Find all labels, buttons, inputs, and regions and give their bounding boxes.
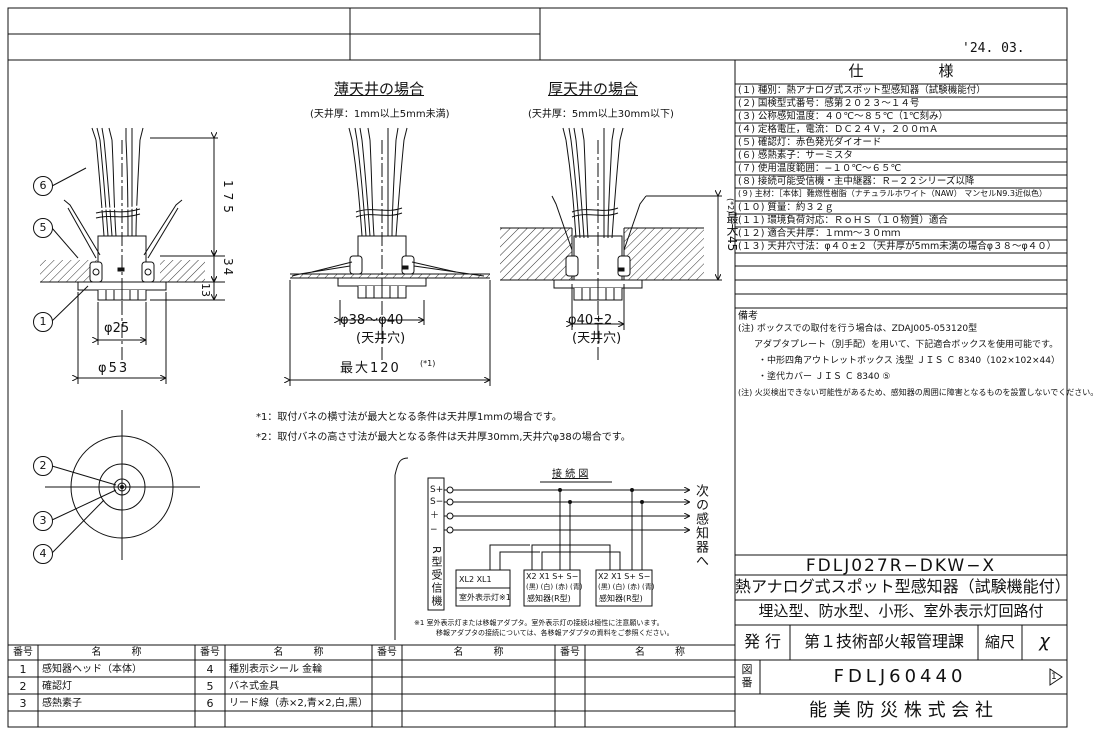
spec-item: (１３) 天井穴寸法：φ４０±２（天井厚が5mm未満の場合φ３８〜φ４０） xyxy=(738,241,1057,252)
thin-ceiling-subtitle: (天井厚：1mm以上5mm未満) xyxy=(310,109,450,120)
spec-item: (７) 使用温度範囲：−１０℃〜６５℃ xyxy=(738,163,902,174)
issue-label: 発 行 xyxy=(743,632,782,651)
spec-item: (４) 定格電圧，電流：ＤＣ２４Ｖ，２００ｍＡ xyxy=(738,124,939,135)
dim-mark2: (*2) xyxy=(726,198,735,214)
drawing-sheet: '24. 03. 薄天井の場合 (天井厚：1mm以上5mm未満) 厚天井の場合 … xyxy=(7,7,1098,728)
parts-header-name-2: 名 称 xyxy=(273,647,324,658)
box2-colors: (黒) (白) (赤) (青) xyxy=(526,583,583,591)
remark-3: ・中形四角アウトレットボックス 浅型 ＪＩＳ Ｃ 8340（102×102×44… xyxy=(758,356,1060,366)
term-minus: − xyxy=(430,525,438,535)
note-1: *1：取付バネの横寸法が最大となる条件は天井厚1mmの場合です。 xyxy=(256,412,562,423)
drawing-linework xyxy=(7,7,1068,728)
receiver-label: R型受信機 xyxy=(430,546,443,608)
dim-phi40: φ40±2 xyxy=(568,313,613,328)
part-name: 種別表示シール 金輪 xyxy=(229,664,323,675)
box2-terminals: X2 X1 S+ S− xyxy=(526,572,579,581)
callout-3: 3 xyxy=(33,511,53,531)
parts-header-name-4: 名 称 xyxy=(635,647,685,658)
note-2: *2：取付バネの高さ寸法が最大となる条件は天井厚30mm,天井穴φ38の場合です… xyxy=(256,432,631,443)
spec-item: (１２) 適合天井厚：１ｍｍ〜３０ｍｍ xyxy=(738,228,901,239)
remarks-title: 備考 xyxy=(738,311,758,322)
dim-phi53: φ53 xyxy=(98,361,130,376)
dim-phi25: φ25 xyxy=(104,321,130,336)
box3-terminals: X2 X1 S+ S− xyxy=(598,572,651,581)
part-number: 1 xyxy=(19,663,27,676)
product-name: 熱アナログ式スポット型感知器（試験機能付） xyxy=(735,577,1071,596)
issuer: 第１技術部火報管理課 xyxy=(803,632,964,651)
spec-item: (３) 公称感知温度：４０℃〜８５℃（1℃刻み） xyxy=(738,111,948,122)
model-number: FDLJ027R−DKW−X xyxy=(805,556,997,576)
dim-34: 34 xyxy=(221,258,235,278)
wiring-footnote-2: 移報アダプタの接続については、各移報アダプタの資料をご参照ください。 xyxy=(436,629,674,637)
issue-date: '24. 03. xyxy=(962,41,1025,56)
parts-header-no-1: 番号 xyxy=(13,647,33,658)
part-number: 4 xyxy=(206,663,214,676)
dim-max45: 最大45 xyxy=(725,212,739,252)
part-name: 感知器ヘッド（本体） xyxy=(42,664,142,675)
spec-item: (６) 感熱素子：サーミスタ xyxy=(738,150,853,161)
spec-item: (９) 主材：［本体］難燃性樹脂（ナチュラルホワイト（NAW） マンセルN9.3… xyxy=(738,189,1047,198)
box1-label: 室外表示灯※1 xyxy=(459,593,511,602)
part-number: 5 xyxy=(206,680,214,693)
wiring-footnote-1: ※1 室外表示灯または移報アダプタ。室外表示灯の接続は極性に注意願います。 xyxy=(414,619,664,627)
term-plus: ＋ xyxy=(430,511,440,521)
dim-phi38-40: φ38〜φ40 xyxy=(340,313,404,328)
box3-colors: (黒) (白) (赤) (青) xyxy=(598,583,655,591)
parts-header-no-4: 番号 xyxy=(560,647,580,658)
callout-6: 6 xyxy=(33,176,53,196)
dim-hole-thick: (天井穴) xyxy=(572,331,622,346)
spec-item: (１０) 質量：約３２ｇ xyxy=(738,202,834,213)
spec-item: (１１) 環境負荷対応：ＲｏＨＳ（１０物質）適合 xyxy=(738,215,948,226)
scale-label: 縮尺 xyxy=(984,633,1015,651)
part-number: 3 xyxy=(19,697,27,710)
term-s-plus: S+ xyxy=(430,485,444,495)
parts-header-name-1: 名 称 xyxy=(91,647,142,658)
callout-2: 2 xyxy=(33,456,53,476)
thin-ceiling-title: 薄天井の場合 xyxy=(334,80,425,98)
drawing-number: FDLJ60440 xyxy=(833,666,967,687)
box3-label: 感知器(R型) xyxy=(599,594,643,603)
next-detector-label: 次の感知器へ xyxy=(693,484,708,568)
part-number: 6 xyxy=(206,697,214,710)
scale-value: χ xyxy=(1039,631,1050,652)
box2-label: 感知器(R型) xyxy=(527,594,571,603)
revision-mark: 1 xyxy=(1051,672,1057,682)
parts-header-name-3: 名 称 xyxy=(453,647,504,658)
product-features: 埋込型、防水型、小形、室外表示灯回路付 xyxy=(758,602,1044,620)
spec-title: 仕 様 xyxy=(848,62,954,80)
callout-5: 5 xyxy=(33,218,53,238)
parts-header-no-2: 番号 xyxy=(200,647,220,658)
callout-1: 1 xyxy=(33,312,53,332)
box1-terminals: XL2 XL1 xyxy=(459,575,492,584)
part-number: 2 xyxy=(19,680,27,693)
remark-1: (注) ボックスでの取付を行う場合は、ZDAJ005-053120型 xyxy=(738,324,978,334)
dim-mark1: (*1) xyxy=(420,359,436,368)
spec-item: (５) 確認灯：赤色発光ダイオード xyxy=(738,137,882,148)
callout-4: 4 xyxy=(33,544,53,564)
term-s-minus: S− xyxy=(430,497,444,507)
spec-item: (２) 国検型式番号：感第２０２３〜１４号 xyxy=(738,98,920,109)
wiring-title: 接 続 図 xyxy=(552,469,589,480)
remark-2: アダプタプレート（別手配）を用いて、下記適合ボックスを使用可能です。 xyxy=(754,340,1059,350)
zuban-label: 図番 xyxy=(741,663,753,689)
dim-max120: 最大120 xyxy=(340,361,401,376)
thick-ceiling-title: 厚天井の場合 xyxy=(548,80,639,98)
spec-item: (８) 接続可能受信機・主中継器：Ｒ−２２シリーズ以降 xyxy=(738,176,975,187)
part-name: バネ式金具 xyxy=(229,681,279,692)
frame-border xyxy=(7,7,1068,728)
dim-hole-thin: (天井穴) xyxy=(356,331,406,346)
part-name: 感熱素子 xyxy=(42,698,82,709)
thick-ceiling-subtitle: (天井厚：5mm以上30mm以下) xyxy=(528,109,674,120)
part-name: 確認灯 xyxy=(42,681,72,692)
spec-item: (１) 種別：熱アナログ式スポット型感知器（試験機能付） xyxy=(738,85,986,96)
dim-13: 13 xyxy=(199,283,212,297)
part-name: リード線（赤×2,青×2,白,黒） xyxy=(229,698,369,709)
parts-header-no-3: 番号 xyxy=(377,647,397,658)
dim-175: 175 xyxy=(221,180,235,218)
remark-5: (注) 火災検出できない可能性があるため、感知器の周囲に障害となるものを設置しな… xyxy=(738,388,1098,397)
company-name: 能 美 防 災 株 式 会 社 xyxy=(808,700,994,721)
remark-4: ・塗代カバー ＪＩＳ Ｃ 8340 ⑤ xyxy=(758,372,891,382)
